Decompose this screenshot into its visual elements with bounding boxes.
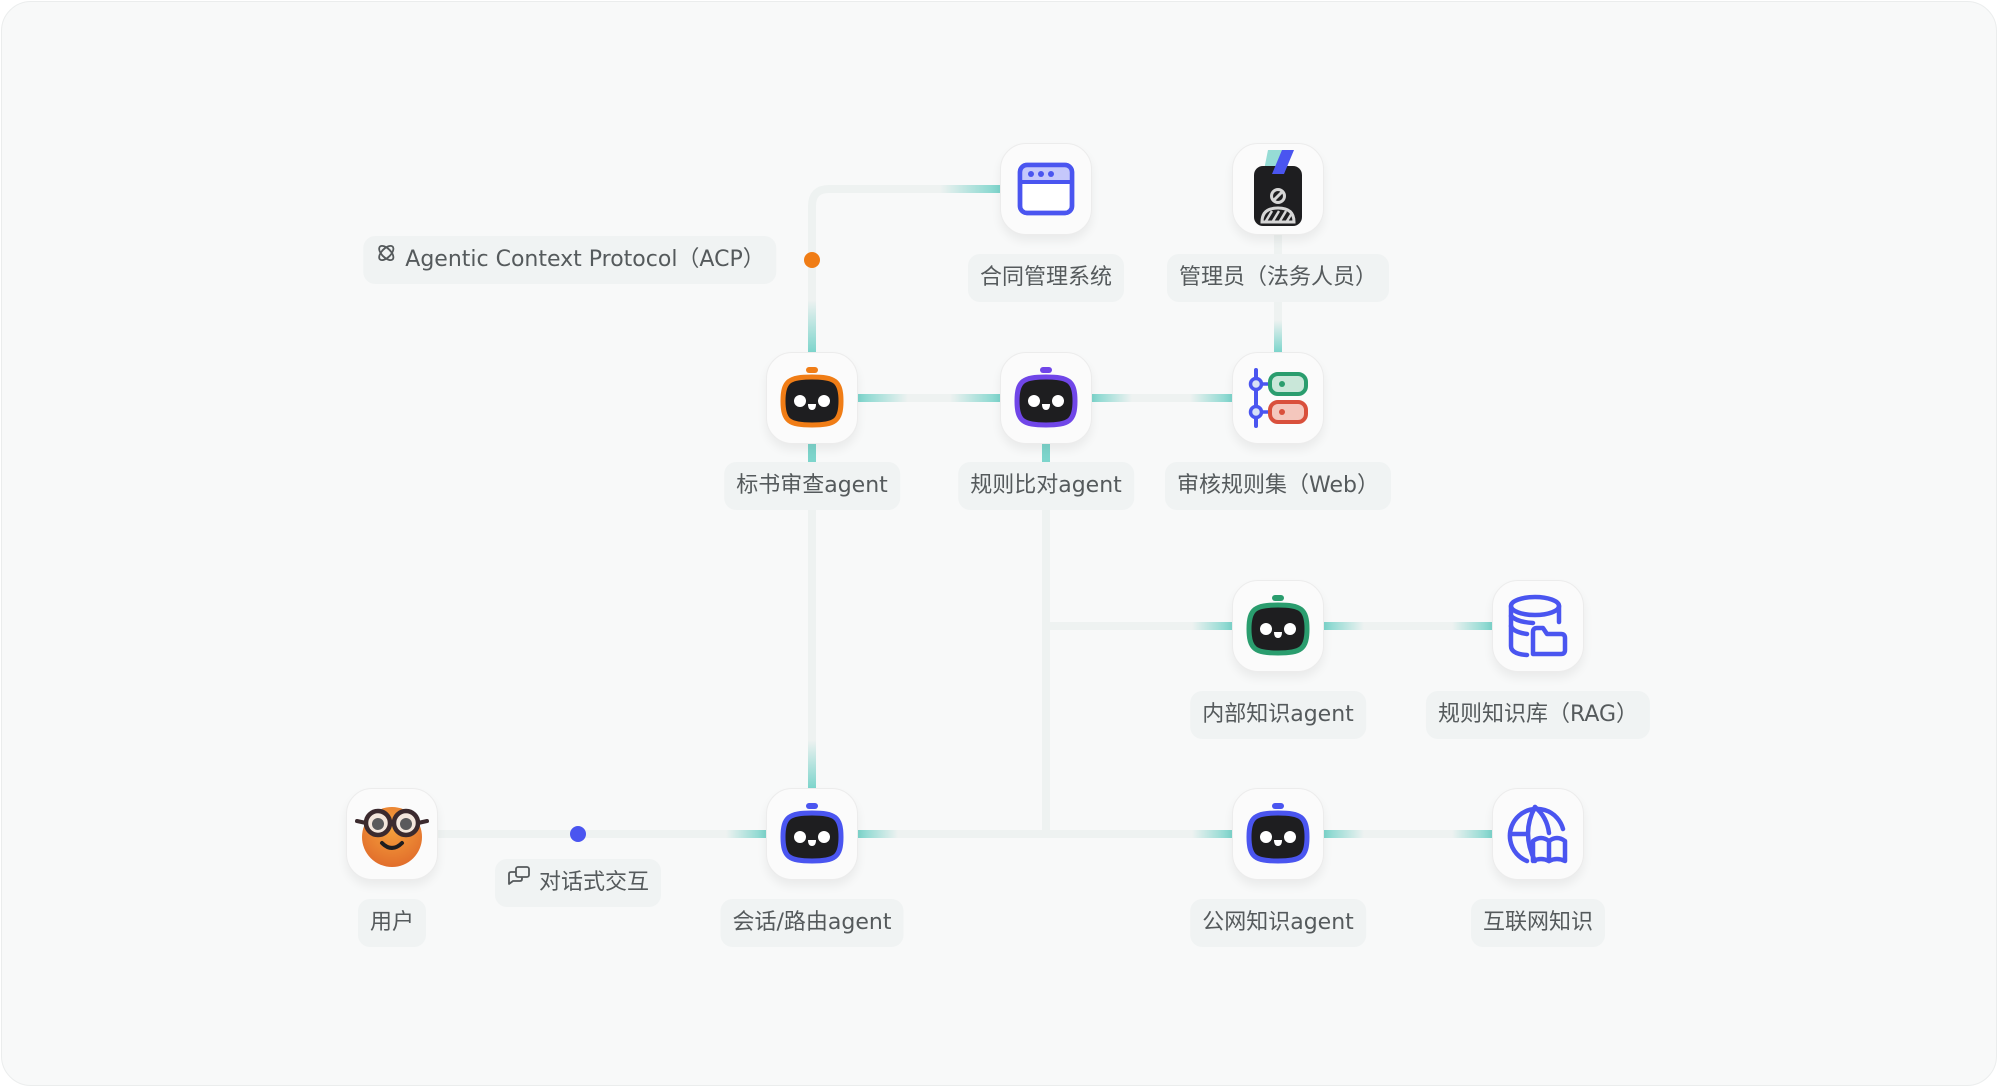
protocol-label: Agentic Context Protocol（ACP） <box>363 234 777 284</box>
node-internet-knowledge-label: 互联网知识 <box>1470 899 1606 947</box>
node-rule-compare-agent[interactable] <box>1000 352 1092 444</box>
browser-window-icon <box>1016 161 1076 217</box>
id-badge-icon <box>1250 150 1306 228</box>
robot-icon <box>779 801 845 867</box>
node-bid-review-agent-label: 标书审查agent <box>724 462 900 510</box>
robot-icon <box>1245 593 1311 659</box>
node-user-label: 用户 <box>357 899 427 947</box>
node-public-knowledge-agent[interactable] <box>1232 788 1324 880</box>
node-internal-knowledge-agent[interactable] <box>1232 580 1324 672</box>
chat-windows-icon <box>507 857 531 905</box>
node-routing-agent[interactable] <box>766 788 858 880</box>
protocol-label-text: Agentic Context Protocol（ACP） <box>405 247 765 272</box>
node-audit-rules[interactable] <box>1232 352 1324 444</box>
acp-connection-dot <box>804 252 820 268</box>
node-contract-system[interactable] <box>1000 143 1092 235</box>
node-admin[interactable] <box>1232 143 1324 235</box>
node-rule-knowledge-base[interactable] <box>1492 580 1584 672</box>
orbit-icon <box>375 234 397 282</box>
interaction-label: 对话式交互 <box>494 857 662 907</box>
node-internal-knowledge-agent-label: 内部知识agent <box>1190 691 1366 739</box>
node-contract-system-label: 合同管理系统 <box>967 254 1125 302</box>
node-rule-knowledge-base-label: 规则知识库（RAG） <box>1425 691 1651 739</box>
node-admin-label: 管理员（法务人员） <box>1166 254 1390 302</box>
globe-book-icon <box>1507 803 1569 865</box>
node-routing-agent-label: 会话/路由agent <box>720 899 904 947</box>
node-rule-compare-agent-label: 规则比对agent <box>958 462 1134 510</box>
database-folder-icon <box>1507 594 1569 658</box>
node-public-knowledge-agent-label: 公网知识agent <box>1190 899 1366 947</box>
robot-icon <box>779 365 845 431</box>
node-bid-review-agent[interactable] <box>766 352 858 444</box>
node-internet-knowledge[interactable] <box>1492 788 1584 880</box>
robot-icon <box>1245 801 1311 867</box>
wire-contract-to-bid-agent <box>808 185 1000 352</box>
rule-tree-icon <box>1246 368 1310 428</box>
interaction-label-text: 对话式交互 <box>538 870 650 895</box>
node-user[interactable] <box>346 788 438 880</box>
nerd-face-avatar <box>354 799 430 869</box>
robot-icon <box>1013 365 1079 431</box>
node-audit-rules-label: 审核规则集（Web） <box>1165 462 1391 510</box>
interaction-connection-dot <box>570 826 586 842</box>
